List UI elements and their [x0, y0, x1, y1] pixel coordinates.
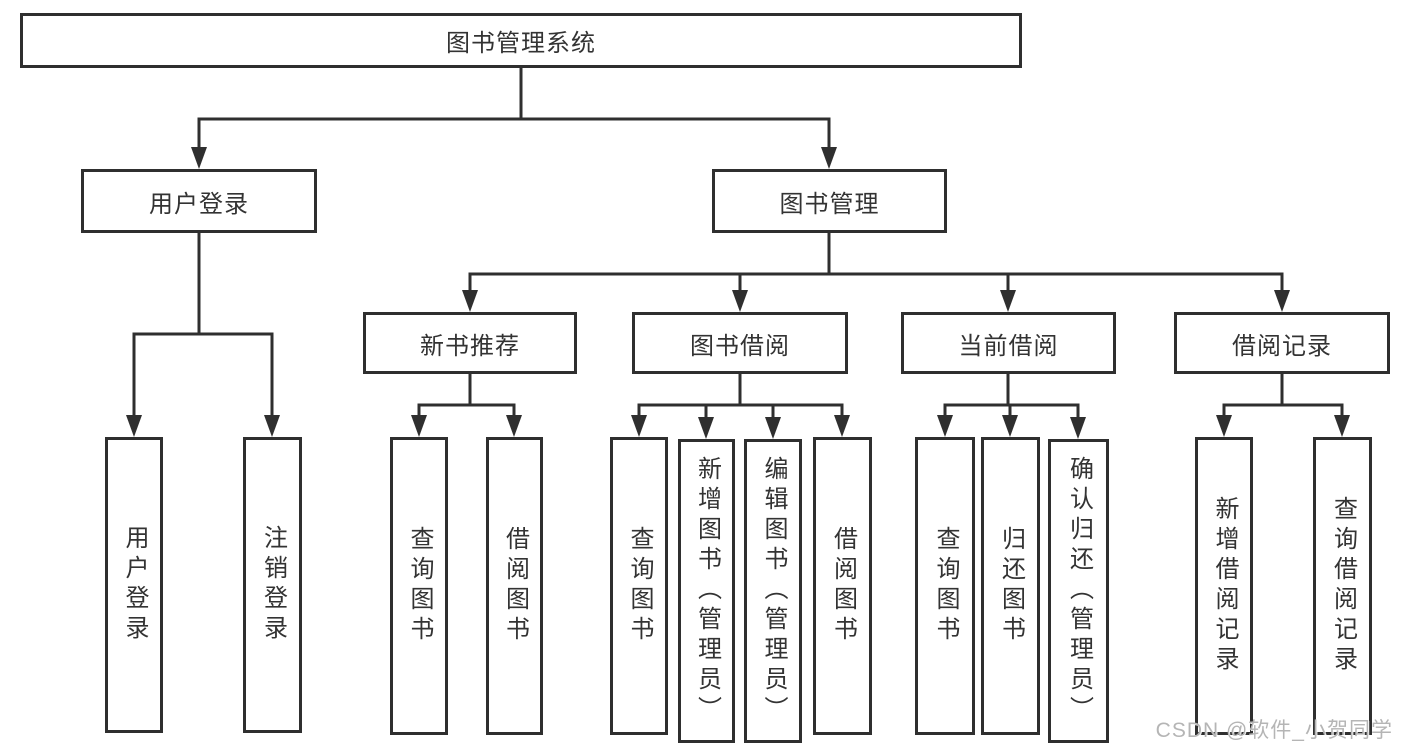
connector-borrowrecords-to-leaves [1216, 372, 1350, 437]
connector-userlogin-to-leaves [126, 231, 280, 437]
connector-currentborrow-to-leaves [937, 372, 1086, 439]
leaf-logout-login: 注销登录 [243, 437, 302, 733]
leaf-edit-books-admin-label: 编辑图书（管理员） [760, 456, 787, 726]
node-book-management-label: 图书管理 [779, 190, 880, 218]
leaf-borrow-books-recommend-label: 借阅图书 [501, 526, 529, 646]
leaf-user-login-label: 用户登录 [121, 525, 148, 645]
leaf-add-borrow-record: 新增借阅记录 [1195, 437, 1253, 735]
node-user-login: 用户登录 [81, 169, 317, 233]
leaf-add-books-admin: 新增图书（管理员） [678, 439, 735, 743]
node-borrowing-records-label: 借阅记录 [1232, 332, 1332, 360]
connector-root-to-level2 [191, 64, 837, 169]
leaf-logout-login-label: 注销登录 [259, 525, 287, 645]
connector-bookmgmt-to-level3 [462, 231, 1290, 312]
leaf-user-login: 用户登录 [105, 437, 163, 733]
node-library-system-label: 图书管理系统 [446, 30, 596, 57]
node-book-management: 图书管理 [712, 169, 947, 233]
leaf-query-books-borrowing-label: 查询图书 [626, 526, 653, 646]
leaf-edit-books-admin: 编辑图书（管理员） [744, 439, 802, 743]
connector-bookborrow-to-leaves [631, 372, 850, 439]
leaf-confirm-return-admin: 确认归还（管理员） [1048, 439, 1109, 743]
leaf-query-books-recommend: 查询图书 [390, 437, 448, 735]
node-book-borrowing-label: 图书借阅 [690, 332, 790, 360]
leaf-query-books-current-label: 查询图书 [932, 526, 959, 646]
leaf-query-borrow-record: 查询借阅记录 [1313, 437, 1372, 735]
leaf-return-books: 归还图书 [981, 437, 1040, 735]
leaf-query-books-recommend-label: 查询图书 [406, 526, 433, 646]
node-library-system: 图书管理系统 [20, 13, 1022, 68]
leaf-add-books-admin-label: 新增图书（管理员） [693, 456, 721, 726]
leaf-borrow-books-borrowing-label: 借阅图书 [829, 526, 857, 646]
csdn-watermark: CSDN @软件_小贺同学 [1155, 719, 1393, 742]
leaf-return-books-label: 归还图书 [997, 526, 1025, 646]
leaf-query-books-current: 查询图书 [915, 437, 975, 735]
leaf-add-borrow-record-label: 新增借阅记录 [1211, 496, 1238, 676]
node-new-book-recommend-label: 新书推荐 [420, 332, 520, 360]
node-user-login-label: 用户登录 [149, 190, 249, 218]
node-new-book-recommend: 新书推荐 [363, 312, 577, 374]
leaf-borrow-books-recommend: 借阅图书 [486, 437, 543, 735]
leaf-query-books-borrowing: 查询图书 [610, 437, 668, 735]
leaf-query-borrow-record-label: 查询借阅记录 [1329, 496, 1357, 676]
leaf-borrow-books-borrowing: 借阅图书 [813, 437, 872, 735]
node-current-borrowing: 当前借阅 [901, 312, 1116, 374]
node-book-borrowing: 图书借阅 [632, 312, 848, 374]
node-borrowing-records: 借阅记录 [1174, 312, 1390, 374]
connector-newbookrec-to-leaves [411, 372, 522, 437]
leaf-confirm-return-admin-label: 确认归还（管理员） [1065, 456, 1093, 726]
node-current-borrowing-label: 当前借阅 [958, 332, 1059, 360]
